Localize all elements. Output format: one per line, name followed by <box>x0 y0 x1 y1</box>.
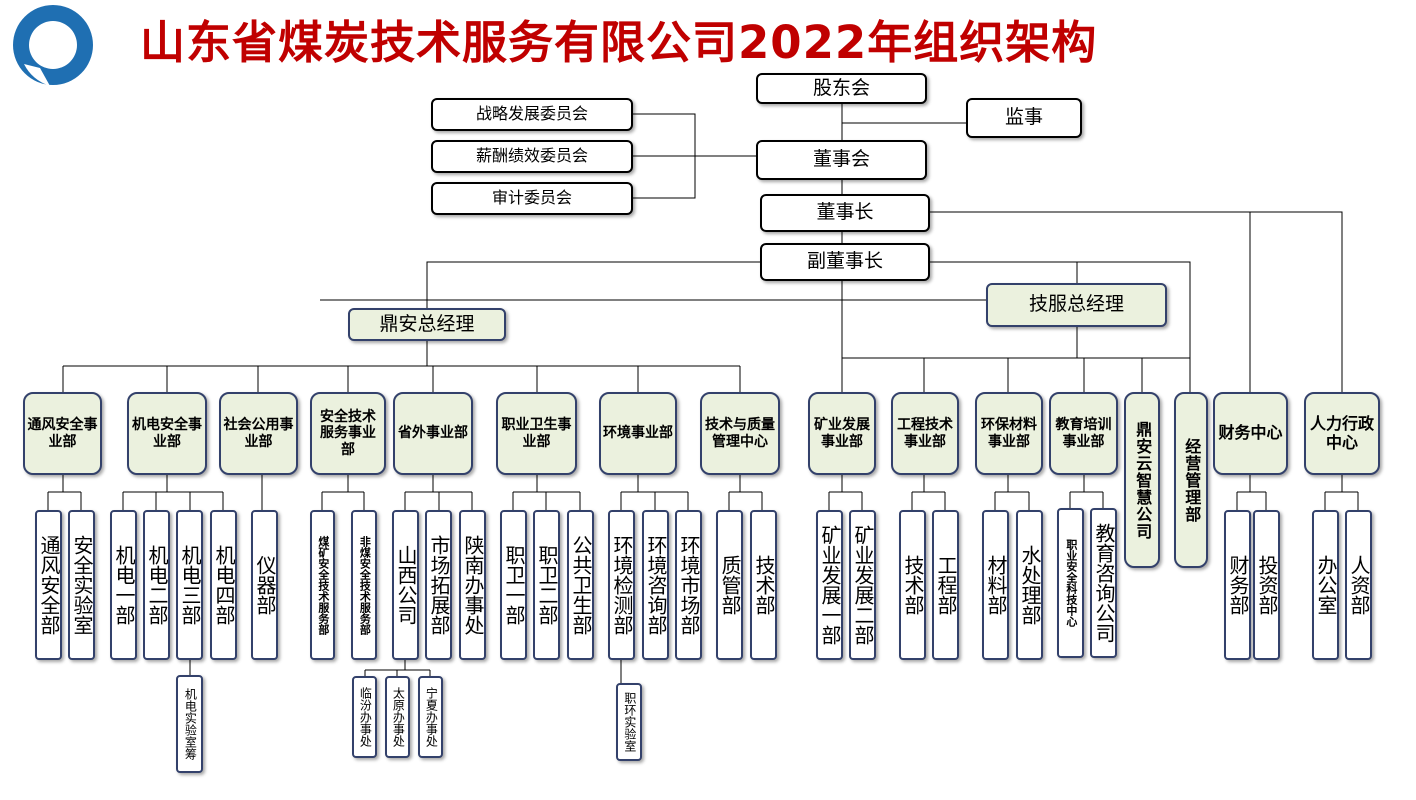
unit-occ-env-lab: 职环实验室 <box>616 683 642 761</box>
unit-engineering: 工程部 <box>932 510 959 660</box>
dept-tech-quality-center: 技术与质量管理中心 <box>700 392 780 475</box>
unit-market-expansion: 市场拓展部 <box>425 510 452 660</box>
unit-env-market: 环境市场部 <box>675 510 702 660</box>
dept-electromech-safety: 机电安全事业部 <box>127 392 207 475</box>
supervisor-box: 监事 <box>966 98 1082 138</box>
unit-electromech-1: 机电一部 <box>110 510 137 660</box>
unit-tech-dept-b: 技术部 <box>899 510 926 660</box>
shareholders-meeting-box: 股东会 <box>756 73 927 104</box>
dept-safety-tech-service: 安全技术服务事业部 <box>310 392 386 475</box>
vice-chairman-box: 副董事长 <box>760 243 930 281</box>
committee-compensation-box: 薪酬绩效委员会 <box>431 140 633 173</box>
dept-public-utility: 社会公用事业部 <box>219 392 298 475</box>
unit-linfen-office: 临汾办事处 <box>352 676 377 758</box>
unit-ningxia-office: 宁夏办事处 <box>418 676 443 758</box>
dept-finance-center: 财务中心 <box>1213 392 1288 475</box>
unit-finance: 财务部 <box>1224 510 1251 660</box>
unit-occ-health-2: 职卫二部 <box>533 510 560 660</box>
unit-safety-lab: 安全实验室 <box>68 510 95 660</box>
dept-eco-materials: 环保材料事业部 <box>975 392 1043 475</box>
unit-public-health: 公共卫生部 <box>567 510 594 660</box>
unit-quality-mgmt: 质管部 <box>716 510 743 660</box>
unit-env-consulting: 环境咨询部 <box>642 510 669 660</box>
unit-shanxi-company: 山西公司 <box>392 510 419 660</box>
dingan-gm-box: 鼎安总经理 <box>348 308 506 341</box>
unit-electromech-lab-prep: 机电实验室筹 <box>176 675 203 773</box>
company-logo-icon <box>13 5 93 86</box>
unit-mining-dev-1: 矿业发展一部 <box>816 510 843 660</box>
committee-audit-box: 审计委员会 <box>431 182 633 215</box>
unit-tech-dept-a: 技术部 <box>750 510 777 660</box>
committee-strategy-box: 战略发展委员会 <box>431 98 633 131</box>
dept-dingan-cloud: 鼎安云智慧公司 <box>1124 392 1160 568</box>
unit-ventilation-safety: 通风安全部 <box>35 510 62 660</box>
dept-occupational-health: 职业卫生事业部 <box>496 392 577 475</box>
unit-env-testing: 环境检测部 <box>608 510 635 660</box>
unit-electromech-3: 机电三部 <box>176 510 203 660</box>
dept-engineering-tech: 工程技术事业部 <box>891 392 959 475</box>
dept-ventilation-safety: 通风安全事业部 <box>23 392 102 475</box>
unit-taiyuan-office: 太原办事处 <box>385 676 410 758</box>
jifu-gm-box: 技服总经理 <box>986 283 1167 327</box>
unit-materials: 材料部 <box>982 510 1009 660</box>
unit-investment: 投资部 <box>1253 510 1280 660</box>
unit-education-consulting: 教育咨询公司 <box>1090 508 1117 658</box>
chart-title: 山东省煤炭技术服务有限公司2022年组织架构 <box>140 16 1098 69</box>
unit-occ-safety-tech-center: 职业安全科技中心 <box>1057 508 1084 658</box>
unit-occ-health-1: 职卫一部 <box>500 510 527 660</box>
unit-instruments: 仪器部 <box>251 510 278 660</box>
dept-environment: 环境事业部 <box>599 392 677 475</box>
unit-electromech-2: 机电二部 <box>143 510 170 660</box>
unit-shaannan-office: 陕南办事处 <box>459 510 486 660</box>
unit-office: 办公室 <box>1312 510 1339 660</box>
unit-mining-dev-2: 矿业发展二部 <box>849 510 876 660</box>
dept-out-of-province: 省外事业部 <box>393 392 473 475</box>
unit-non-coal-safety-service: 非煤安全技术服务部 <box>351 510 377 660</box>
unit-electromech-4: 机电四部 <box>210 510 237 660</box>
dept-education-training: 教育培训事业部 <box>1049 392 1118 475</box>
unit-coal-mine-safety-service: 煤矿安全技术服务部 <box>310 510 335 660</box>
dept-mining-development: 矿业发展事业部 <box>808 392 876 475</box>
unit-water-treatment: 水处理部 <box>1016 510 1043 660</box>
unit-hr: 人资部 <box>1345 510 1372 660</box>
board-box: 董事会 <box>756 140 927 180</box>
dept-operations-management: 经营管理部 <box>1174 392 1208 568</box>
dept-hr-admin-center: 人力行政中心 <box>1304 392 1380 475</box>
chairman-box: 董事长 <box>760 194 930 232</box>
